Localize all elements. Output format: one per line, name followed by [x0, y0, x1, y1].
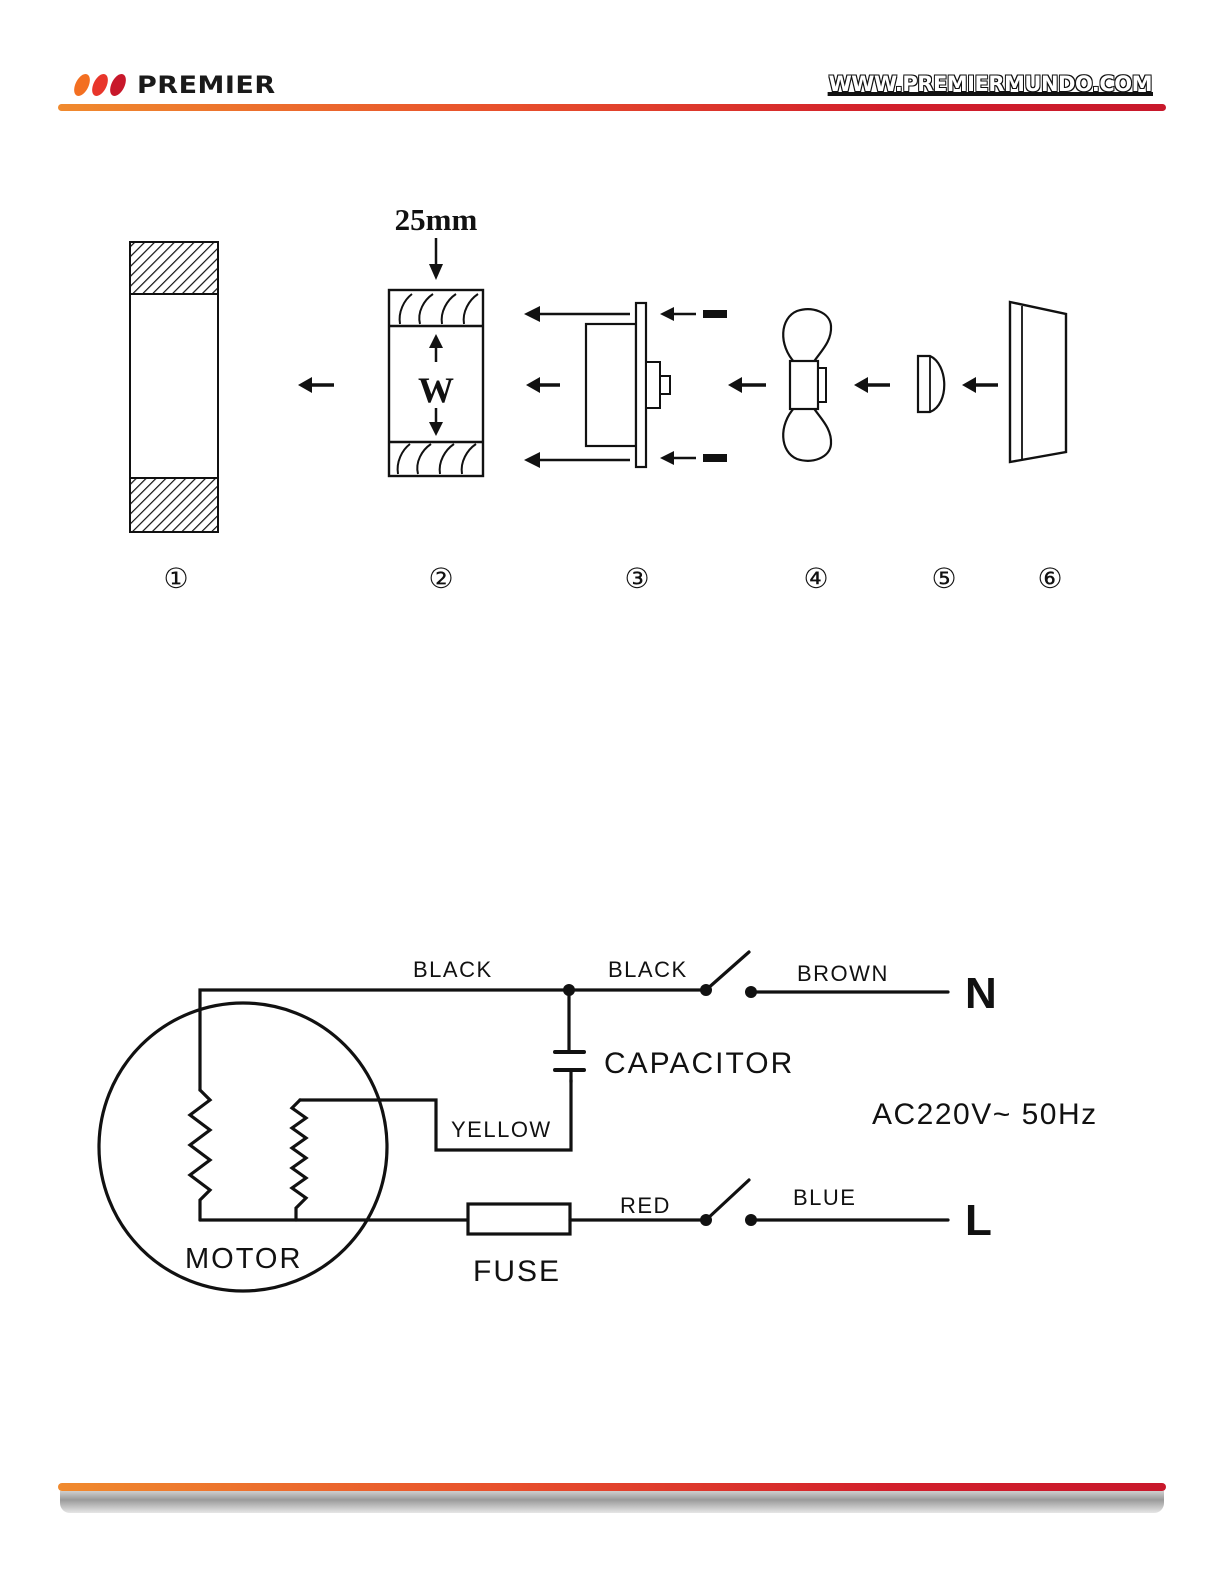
assembly-diagram: 25mm W	[130, 202, 1066, 595]
wiring-diagram: BLACK BLACK BROWN CAPACITOR YELLOW RED B…	[99, 952, 1098, 1291]
part-number-5: ⑤	[931, 562, 956, 595]
dimension-label: 25mm	[395, 202, 478, 237]
terminal-neutral: N	[965, 969, 997, 1018]
arrow-to-motor-icon	[728, 377, 766, 393]
label-black-right: BLACK	[608, 957, 688, 982]
terminal-live: L	[965, 1196, 992, 1245]
part-number-6: ⑥	[1037, 562, 1062, 595]
footer-divider	[58, 1483, 1166, 1491]
fan-blade	[783, 309, 831, 460]
part-number-4: ④	[803, 562, 828, 595]
label-blue: BLUE	[793, 1185, 856, 1210]
wall-section	[130, 242, 218, 532]
label-black-left: BLACK	[413, 957, 493, 982]
dimension-arrow-icon	[429, 238, 443, 280]
front-cover	[1010, 302, 1066, 462]
arrow-to-cap-icon	[962, 377, 998, 393]
motor-mount	[586, 303, 670, 467]
label-capacitor: CAPACITOR	[604, 1047, 794, 1080]
footer-shadow	[60, 1491, 1164, 1513]
main-winding	[190, 1090, 210, 1220]
arrow-to-fan-icon	[854, 377, 890, 393]
capacitor-symbol	[555, 990, 584, 1082]
supply-rating: AC220V~ 50Hz	[872, 1098, 1098, 1131]
label-motor: MOTOR	[185, 1243, 302, 1275]
cap-nut	[918, 356, 944, 412]
label-brown: BROWN	[797, 961, 889, 986]
label-yellow: YELLOW	[451, 1117, 552, 1142]
part-number-2: ②	[428, 562, 453, 595]
label-red: RED	[620, 1193, 671, 1218]
arrow-to-wall-icon	[298, 377, 334, 393]
label-fuse: FUSE	[473, 1255, 561, 1288]
aux-winding	[292, 1100, 306, 1220]
fuse-symbol	[468, 1204, 570, 1234]
part-number-1: ①	[163, 562, 188, 595]
part-number-3: ③	[624, 562, 649, 595]
width-label: W	[418, 370, 454, 410]
